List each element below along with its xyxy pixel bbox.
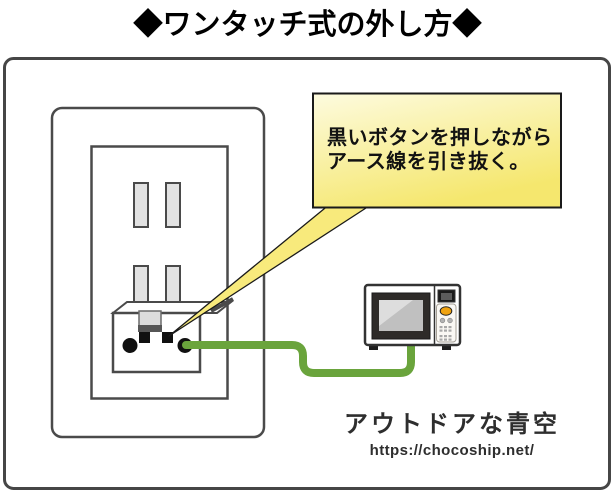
microwave-knob [439,306,453,316]
microwave-button-grid [439,326,452,341]
callout-box [312,92,562,209]
watermark: アウトドアな青空 https://chocoship.net/ [331,404,573,459]
microwave-button-round-right [447,317,453,324]
earth-wire [182,336,415,377]
watermark-site-name: アウトドアな青空 [344,411,560,438]
microwave-display-screen [441,293,452,300]
callout-line-1: 黒いボタンを押しながら [327,127,553,149]
callout-text: 黒いボタンを押しながら アース線を引き抜く。 [327,126,553,174]
wall-outlet-illustration [50,106,266,439]
microwave-foot-right [442,344,451,350]
microwave-foot-left [369,344,378,350]
cover-edge-shadow [210,297,234,313]
earth-terminal-tab [138,310,162,327]
watermark-url: https://chocoship.net/ [369,442,535,459]
page-title: ◆ワンタッチ式の外し方◆ [133,9,482,41]
outlet-slot-top-right [165,182,181,228]
microwave-illustration [363,283,462,350]
earth-terminal-hole-left [122,338,138,353]
microwave-glass-sheen [379,300,413,326]
earth-terminal-tab-shadow [138,325,162,332]
black-release-button-right [162,332,173,343]
microwave-button-round-left [439,317,446,324]
black-release-button-left [139,332,150,343]
callout-line-2: アース線を引き抜く。 [327,151,530,173]
callout-bubble [168,92,562,337]
outlet-slot-top-left [133,182,149,228]
